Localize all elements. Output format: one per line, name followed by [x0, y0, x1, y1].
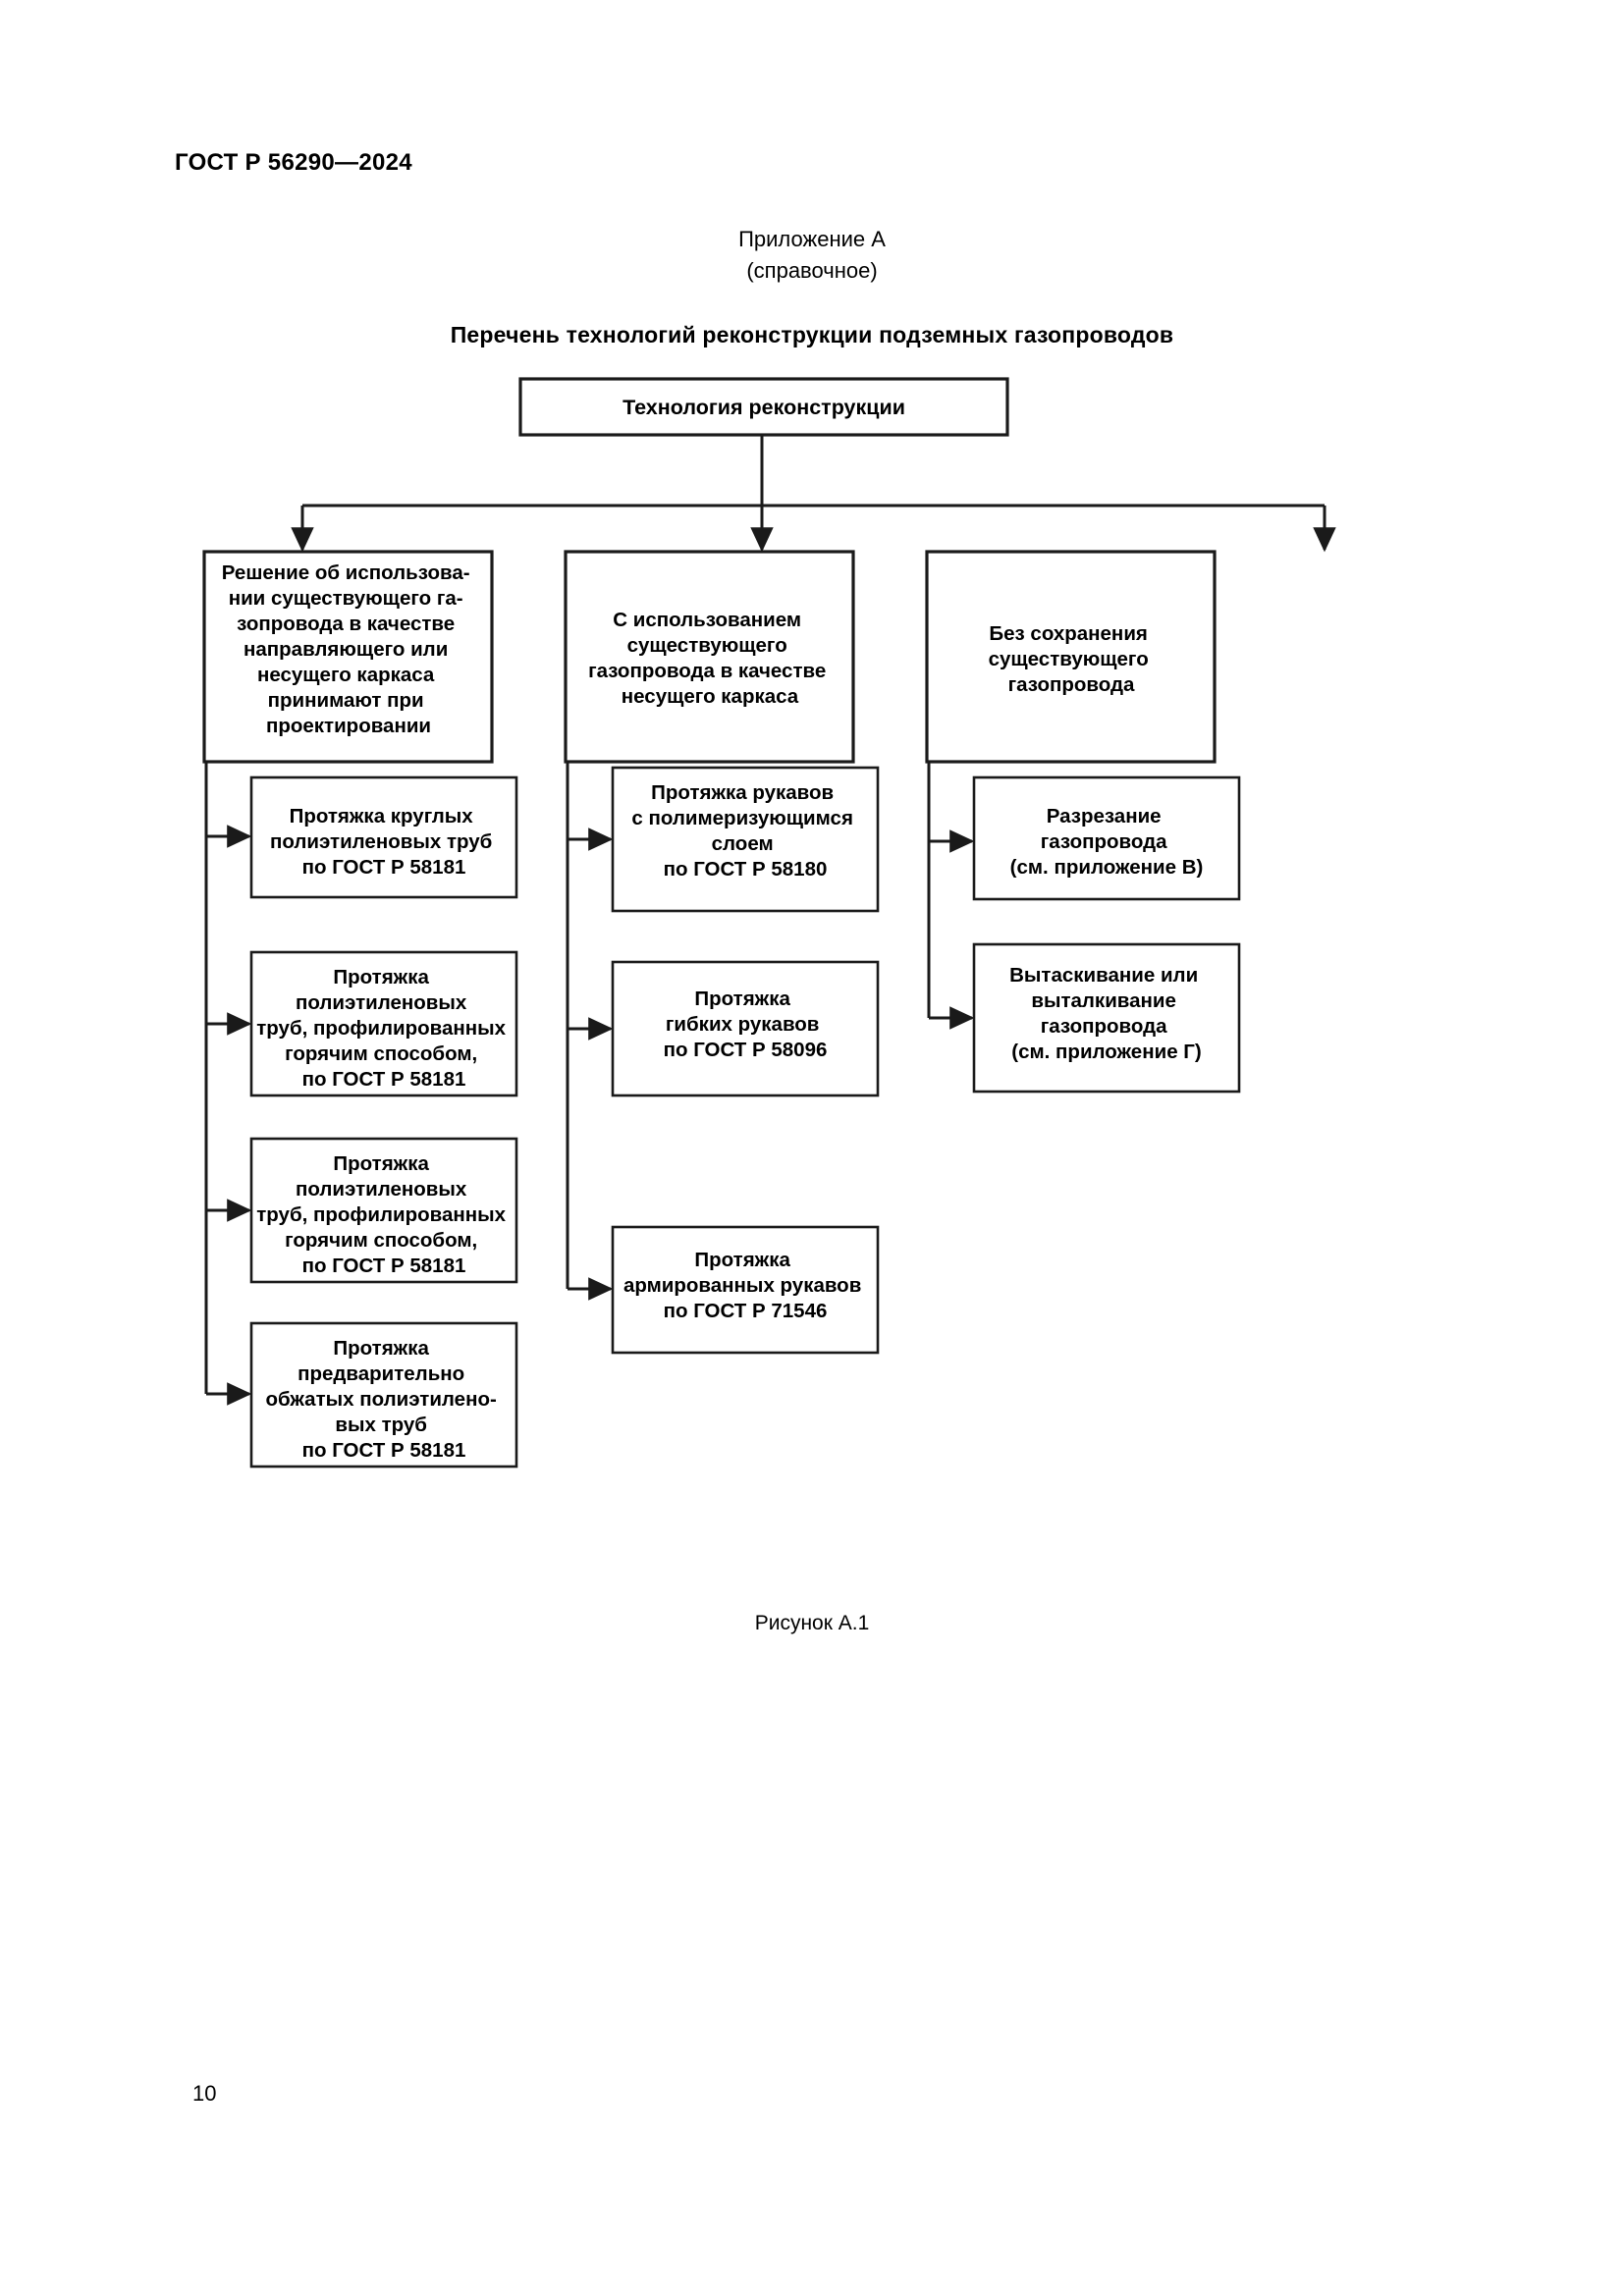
appendix-heading: Приложение А (справочное) [0, 224, 1624, 287]
node-leaf-3-1-label: Разрезание газопровода (см. приложение В… [1010, 805, 1204, 879]
node-leaf-1-2-label: Протяжка полиэтиленовых труб, профилиров… [256, 966, 512, 1091]
node-branch-2-label: С использованием существующего газопрово… [588, 609, 832, 708]
node-leaf-1-3-label: Протяжка полиэтиленовых труб, профилиров… [256, 1152, 512, 1277]
node-leaf-2-1-label: Протяжка рукавов с полимеризующимся слое… [631, 781, 858, 881]
figure-caption: Рисунок А.1 [754, 1612, 870, 1634]
node-leaf-1-1[interactable]: Протяжка круглых полиэтиленовых труб по … [249, 775, 518, 899]
node-branch-3-label: Без сохранения существующего газопровода [989, 622, 1155, 696]
node-leaf-1-2[interactable]: Протяжка полиэтиленовых труб, профилиров… [249, 950, 518, 1097]
node-leaf-1-3[interactable]: Протяжка полиэтиленовых труб, профилиров… [249, 1137, 518, 1284]
node-branch-2[interactable]: С использованием существующего газопрово… [564, 550, 855, 764]
node-leaf-1-4-label: Протяжка предварительно обжатых полиэтил… [265, 1337, 502, 1462]
node-branch-1[interactable]: Решение об использова- нии существующего… [202, 550, 494, 764]
technology-flowchart: Технология реконструкции Решение об испо… [177, 377, 1453, 1600]
node-leaf-2-3[interactable]: Протяжка армированных рукавов по ГОСТ Р … [611, 1225, 880, 1355]
document-header: ГОСТ Р 56290—2024 [175, 149, 412, 176]
connector-branch-1-leaves [204, 762, 252, 1406]
node-branch-1-label: Решение об использова- нии существующего… [222, 561, 476, 737]
node-leaf-2-1[interactable]: Протяжка рукавов с полимеризующимся слое… [611, 766, 880, 913]
node-leaf-1-1-label: Протяжка круглых полиэтиленовых труб по … [270, 805, 498, 879]
node-leaf-3-2[interactable]: Вытаскивание или выталкивание газопровод… [972, 942, 1241, 1094]
connector-root-bus [291, 435, 1336, 553]
flowchart-svg: Технология реконструкции Решение об испо… [202, 377, 1336, 1468]
appendix-title: Перечень технологий реконструкции подзем… [450, 322, 1174, 347]
appendix-label: Приложение А [738, 227, 886, 251]
node-branch-3[interactable]: Без сохранения существующего газопровода [925, 550, 1217, 764]
node-root[interactable]: Технология реконструкции [518, 377, 1009, 437]
node-leaf-2-3-label: Протяжка армированных рукавов по ГОСТ Р … [623, 1249, 867, 1322]
node-leaf-2-2[interactable]: Протяжка гибких рукавов по ГОСТ Р 58096 [611, 960, 880, 1097]
connector-branch-2-leaves [566, 762, 614, 1301]
node-leaf-3-2-label: Вытаскивание или выталкивание газопровод… [1009, 964, 1204, 1063]
node-leaf-2-2-label: Протяжка гибких рукавов по ГОСТ Р 58096 [664, 988, 828, 1061]
node-leaf-1-4[interactable]: Протяжка предварительно обжатых полиэтил… [249, 1321, 518, 1468]
node-root-label: Технология реконструкции [623, 396, 905, 419]
page-number: 10 [192, 2081, 217, 2106]
appendix-kind: (справочное) [746, 258, 878, 283]
connector-branch-3-leaves [927, 762, 975, 1030]
node-leaf-3-1[interactable]: Разрезание газопровода (см. приложение В… [972, 775, 1241, 901]
